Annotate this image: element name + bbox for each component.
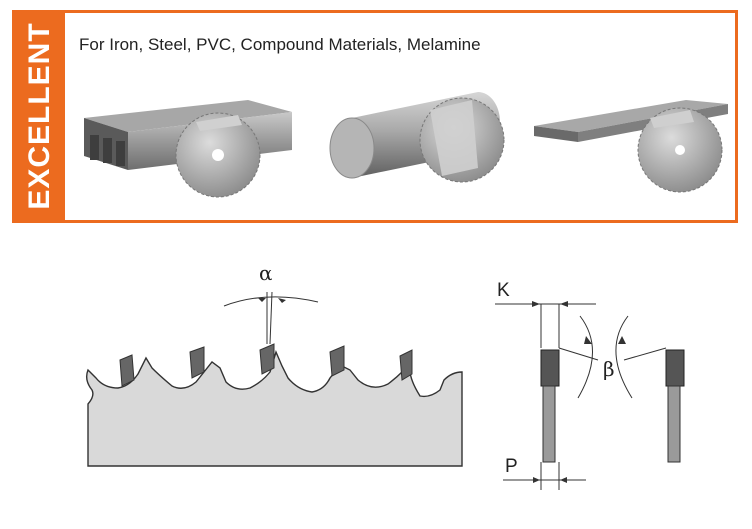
sheet-sawing-icon <box>534 100 728 193</box>
blade-body <box>85 349 463 467</box>
k-label: K <box>497 280 510 301</box>
rating-badge: EXCELLENT <box>15 13 65 220</box>
round-bar-sawing-icon <box>329 92 505 183</box>
alpha-label: α <box>259 261 273 285</box>
materials-subtitle: For Iron, Steel, PVC, Compound Materials… <box>79 35 481 54</box>
tooth-section-diagram: K β P <box>495 280 685 490</box>
carbide-tips <box>119 343 413 387</box>
p-label: P <box>505 456 518 477</box>
beta-label: β <box>603 357 615 381</box>
tooth-profile-diagram: α <box>85 261 463 467</box>
profile-sawing-icon <box>84 100 292 198</box>
